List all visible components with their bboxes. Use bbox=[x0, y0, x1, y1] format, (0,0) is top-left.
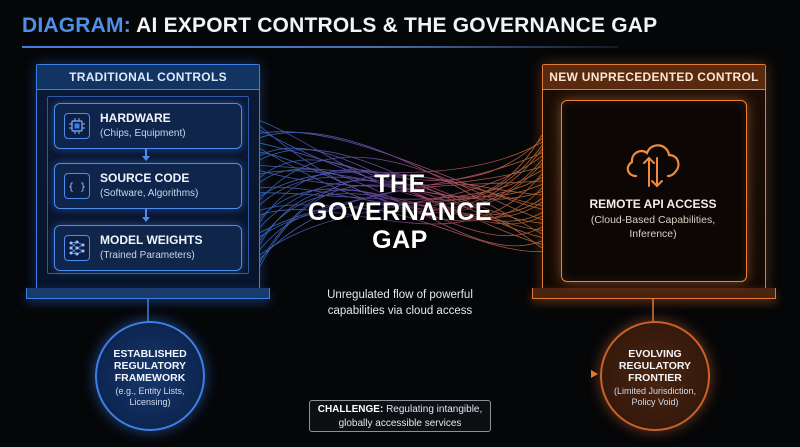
flow-line bbox=[257, 138, 543, 181]
control-card-hardware: HARDWARE (Chips, Equipment) bbox=[54, 103, 242, 149]
control-detail: (Chips, Equipment) bbox=[100, 128, 186, 139]
connector-arrowhead bbox=[591, 370, 598, 378]
remote-api-detail-line2: Inference) bbox=[629, 228, 677, 240]
gap-title-line2: GOVERNANCE bbox=[307, 198, 493, 226]
remote-api-detail-line1: (Cloud-Based Capabilities, bbox=[590, 214, 716, 226]
remote-api-detail: (Cloud-Based Capabilities, Inference) bbox=[561, 213, 745, 241]
challenge-line1: CHALLENGE: Regulating intangible, bbox=[310, 403, 490, 417]
title-text: AI EXPORT CONTROLS & THE GOVERNANCE GAP bbox=[130, 14, 658, 37]
frontier-detail-line2: Policy Void) bbox=[631, 397, 679, 407]
traditional-controls-frame bbox=[47, 96, 249, 274]
remote-api-label: REMOTE API ACCESS bbox=[589, 197, 717, 211]
arrow-down-icon bbox=[142, 148, 150, 161]
frontier-title-line2: REGULATORY bbox=[618, 360, 692, 372]
traditional-controls-heading: TRADITIONAL CONTROLS bbox=[37, 65, 259, 90]
flow-line bbox=[257, 174, 543, 266]
frontier-detail-line1: (Limited Jurisdiction, bbox=[613, 386, 697, 396]
title-lead: DIAGRAM: bbox=[22, 14, 131, 37]
control-detail: (Software, Algorithms) bbox=[100, 188, 199, 199]
flow-line bbox=[257, 132, 543, 235]
flow-line bbox=[257, 156, 543, 221]
cloud-updown-icon bbox=[626, 144, 680, 188]
flow-line bbox=[257, 155, 543, 257]
frontier-title: EVOLVING REGULATORY FRONTIER bbox=[602, 348, 708, 384]
flow-line bbox=[257, 141, 543, 174]
arrow-down-icon bbox=[142, 209, 150, 222]
framework-title-line1: ESTABLISHED bbox=[113, 348, 187, 360]
evolving-frontier-circle: EVOLVING REGULATORY FRONTIER (Limited Ju… bbox=[600, 321, 710, 431]
flow-line bbox=[257, 146, 543, 214]
control-label: HARDWARE bbox=[100, 111, 171, 125]
control-detail: (Trained Parameters) bbox=[100, 250, 195, 261]
title-underline bbox=[22, 46, 618, 48]
gap-sub-line1: Unregulated flow of powerful bbox=[327, 289, 473, 301]
control-card-model-weights: MODEL WEIGHTS (Trained Parameters) bbox=[54, 225, 242, 271]
established-framework-circle: ESTABLISHED REGULATORY FRAMEWORK (e.g., … bbox=[95, 321, 205, 431]
challenge-label: CHALLENGE: bbox=[317, 404, 384, 415]
framework-title: ESTABLISHED REGULATORY FRAMEWORK bbox=[97, 348, 203, 384]
flow-line bbox=[257, 131, 543, 210]
code-icon: { } bbox=[64, 173, 90, 199]
frontier-detail: (Limited Jurisdiction, Policy Void) bbox=[602, 386, 708, 408]
flow-line bbox=[257, 147, 543, 222]
page-title: DIAGRAM: AI EXPORT CONTROLS & THE GOVERN… bbox=[22, 14, 657, 38]
flow-line bbox=[257, 188, 543, 221]
flow-line bbox=[257, 180, 543, 262]
gap-title-line1: THE bbox=[374, 170, 426, 198]
flow-line bbox=[257, 193, 543, 243]
gap-sub-line2: capabilities via cloud access bbox=[327, 305, 473, 317]
control-label: SOURCE CODE bbox=[100, 171, 190, 185]
flow-line bbox=[257, 207, 543, 253]
neural-network-icon bbox=[64, 235, 90, 261]
framework-title-line3: FRAMEWORK bbox=[114, 372, 186, 384]
control-card-source-code: { } SOURCE CODE (Software, Algorithms) bbox=[54, 163, 242, 209]
flow-line bbox=[257, 148, 543, 213]
framework-detail-line2: Licensing) bbox=[129, 397, 171, 407]
unprecedented-panel-base bbox=[532, 288, 776, 299]
svg-text:{ }: { } bbox=[68, 182, 86, 193]
chip-icon bbox=[64, 113, 90, 139]
flow-line bbox=[257, 176, 543, 245]
framework-title-line2: REGULATORY bbox=[113, 360, 187, 372]
flow-line bbox=[257, 173, 543, 225]
challenge-text-1: Regulating intangible, bbox=[383, 404, 483, 415]
framework-detail-line1: (e.g., Entity Lists, bbox=[115, 386, 185, 396]
flow-line bbox=[257, 180, 543, 249]
flow-line bbox=[257, 166, 543, 187]
flow-line bbox=[257, 159, 543, 225]
governance-gap-subtitle: Unregulated flow of powerful capabilitie… bbox=[300, 287, 500, 319]
governance-gap-title: THE GOVERNANCE GAP bbox=[300, 170, 500, 254]
remote-api-access-card bbox=[561, 100, 747, 282]
flow-line bbox=[257, 189, 543, 248]
flow-line bbox=[257, 184, 543, 271]
frontier-title-line3: FRONTIER bbox=[628, 372, 682, 384]
frontier-title-line1: EVOLVING bbox=[628, 348, 682, 360]
framework-detail: (e.g., Entity Lists, Licensing) bbox=[97, 386, 203, 408]
unprecedented-control-heading: NEW UNPRECEDENTED CONTROL bbox=[543, 65, 765, 90]
traditional-panel-base bbox=[26, 288, 270, 299]
challenge-box: CHALLENGE: Regulating intangible, global… bbox=[309, 400, 491, 432]
governance-gap-flow bbox=[257, 119, 543, 271]
control-label: MODEL WEIGHTS bbox=[100, 233, 203, 247]
gap-title-line3: GAP bbox=[372, 226, 428, 254]
challenge-text-2: globally accessible services bbox=[338, 418, 462, 429]
